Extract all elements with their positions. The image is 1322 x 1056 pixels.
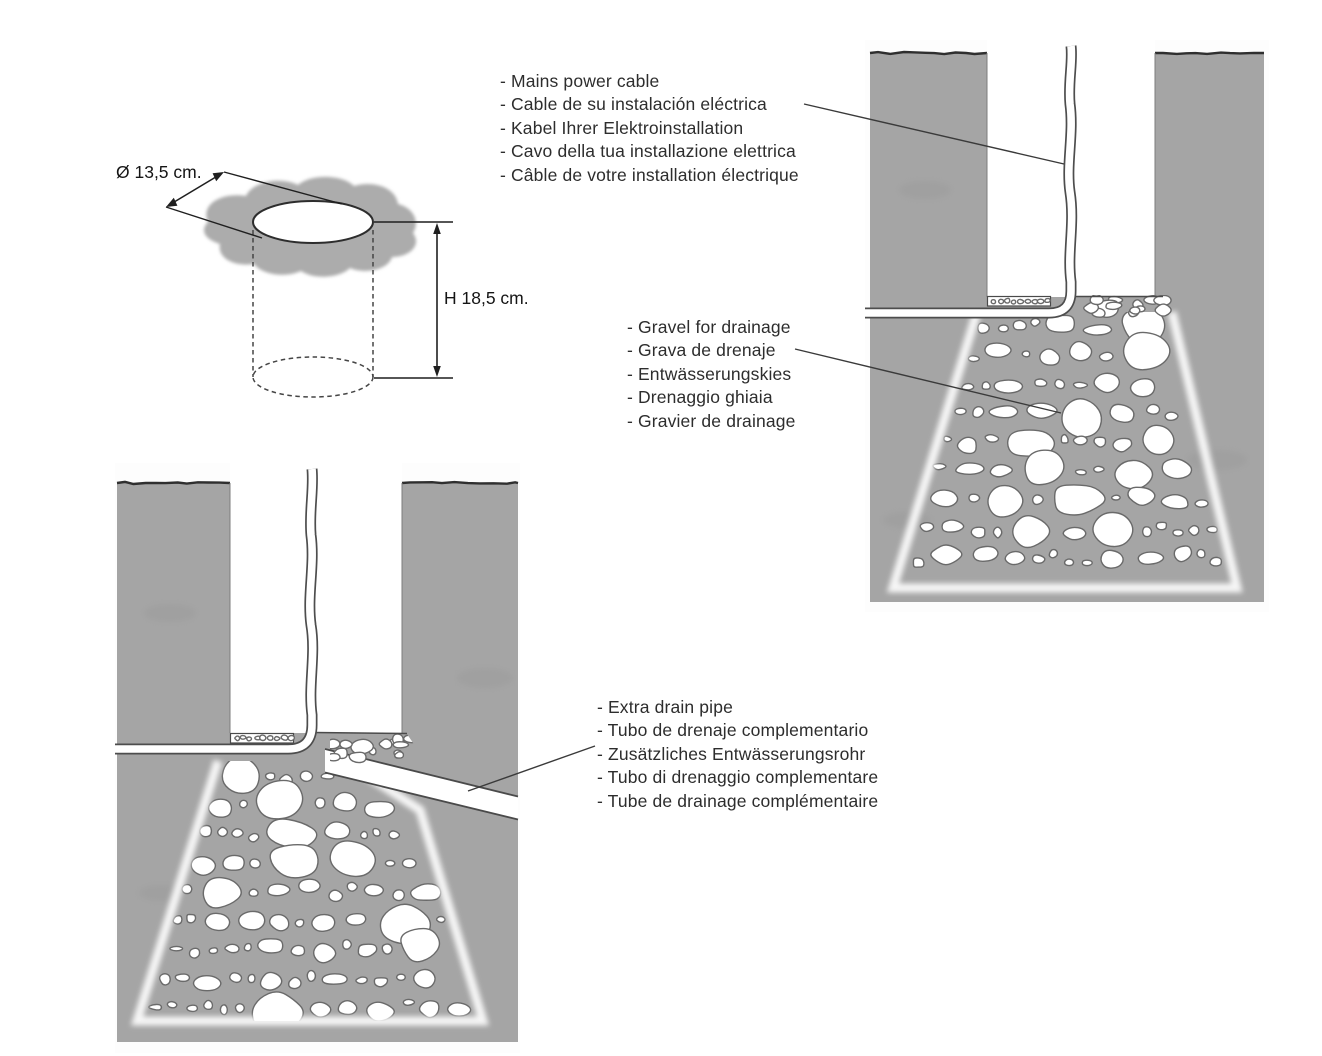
label-line: - Mains power cable [500,71,660,91]
height-arrowhead-top [433,223,441,234]
label-line: - Extra drain pipe [597,697,733,717]
diameter-dimension-label: Ø 13,5 cm. [116,162,202,182]
hole-opening [252,200,374,244]
cylinder-bottom-ellipse [252,356,374,398]
hole-dimensions-diagram: Ø 13,5 cm. H 18,5 cm. [116,162,529,398]
ground-surface-line [116,480,231,486]
gravel-bed [148,761,472,1021]
label-gravel-for-drainage: - Gravel for drainage - Grava de drenaje… [627,316,796,433]
label-line: - Tubo de drenaje complementario [597,720,869,741]
diameter-arrowhead-lower [166,197,178,207]
label-line: - Gravier de drainage [627,410,796,431]
diameter-dimension-line [169,173,221,206]
label-line: - Drenaggio ghiaia [627,387,773,408]
label-line: - Zusätzliches Entwässerungsrohr [597,743,866,764]
label-line: - Cavo della tua installazione elettrica [500,141,796,162]
label-line: - Tubo di drenaggio complementare [597,767,879,788]
trench-cross-section-gravel [865,40,1269,612]
ground-surface-line [869,50,988,56]
label-line: - Câble de votre installation électrique [500,164,799,185]
gravel-pocket [1083,295,1172,318]
label-mains-power-cable: - Mains power cable - Cable de su instal… [500,70,799,187]
label-line: - Grava de drenaje [627,340,776,361]
label-extra-drain-pipe: - Extra drain pipe - Tubo de drenaje com… [597,696,878,813]
ground-surface-line [401,480,519,485]
gravel-pocket [330,734,418,764]
ground-surface-line [1155,51,1265,56]
diameter-arrowhead-upper [212,172,224,182]
height-arrowhead-bottom [433,366,441,377]
diameter-extension-right [223,171,343,205]
label-line: - Cable de su instalación eléctrica [500,94,767,115]
diameter-extension-left [165,206,263,239]
label-line: - Gravel for drainage [627,317,791,337]
label-line: - Entwässerungskies [627,363,792,384]
trench-cross-section-drainpipe [115,463,520,1053]
label-line: - Kabel Ihrer Elektroinstallation [500,117,744,138]
height-dimension-label: H 18,5 cm. [444,288,529,308]
label-line: - Tube de drainage complémentaire [597,790,879,811]
